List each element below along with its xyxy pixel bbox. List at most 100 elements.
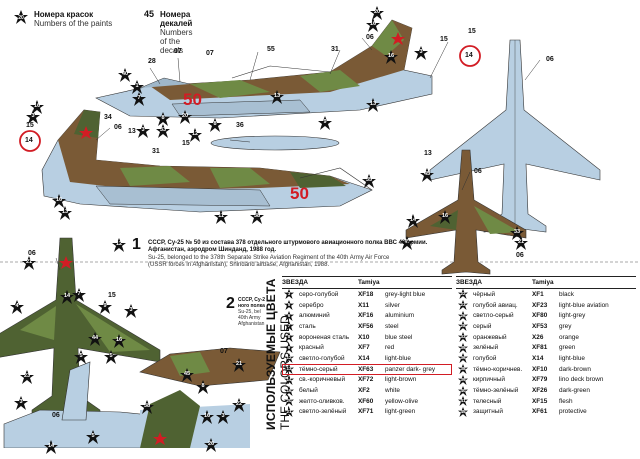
drop-tank <box>210 135 340 151</box>
paint-name-ru: св.-коричневый <box>299 376 346 384</box>
paint-star-icon: 9 <box>98 300 112 314</box>
paint-star-icon: 3 <box>124 304 138 318</box>
paint-name-ru: оранжевый <box>473 333 507 341</box>
header-zvezda: ЗВЕЗДА <box>456 279 483 286</box>
paint-name-en: light-blue <box>385 354 411 362</box>
highlight-circle-top <box>459 45 481 67</box>
paint-star-icon: 16 <box>282 385 296 396</box>
paint-name-ru: алюминий <box>299 312 330 320</box>
callout-decal: 31 <box>152 148 160 155</box>
tamiya-code: XF81 <box>532 344 548 352</box>
fuselage-number-side: 50 <box>290 184 309 203</box>
paint-star-icon: 20 <box>282 396 296 407</box>
paint-star-icon: 22 <box>456 289 470 300</box>
paint-star-icon: 36 <box>456 353 470 364</box>
paint-star-icon: 20 <box>370 6 384 20</box>
paint-star-icon: 16 <box>200 410 214 424</box>
paint-name-en: protective <box>559 408 587 416</box>
paint-name-en: yellow-olive <box>385 397 419 405</box>
paint-star-icon: 5 <box>104 350 118 364</box>
leader-lines <box>55 37 541 271</box>
legend-paints-ru: Номера красок <box>34 10 94 19</box>
paint-star-icon: 11 <box>214 210 228 224</box>
paint-star-icon: 6 <box>282 310 296 321</box>
paint-name-ru: красный <box>299 344 324 352</box>
paint-star-icon: 21 <box>282 406 296 417</box>
callout-decal: 06 <box>366 34 374 41</box>
paint-star-icon: 21 <box>232 358 246 372</box>
tamiya-code: XF16 <box>358 312 374 320</box>
paint-name-ru: светло-серый <box>473 312 514 320</box>
tamiya-code: XF53 <box>532 322 548 330</box>
paint-name-en: black <box>559 290 574 298</box>
paint-star-icon: 12 <box>112 238 126 252</box>
paint-star-icon: 20 <box>14 10 28 24</box>
colors-used-title-ru: ИСПОЛЬЗУЕМЫЕ ЦВЕТА <box>264 278 278 430</box>
callout-decal: 13 <box>128 128 136 135</box>
variant-1-line1: СССР, Су-25 № 50 из состава 378 отдельно… <box>148 240 428 246</box>
insignia-stars <box>59 32 405 445</box>
tamiya-code: XF26 <box>532 387 548 395</box>
paint-star-icon: 1 <box>130 80 144 94</box>
paint-star-icon: 33 <box>156 124 170 138</box>
paint-star-icon: 35 <box>362 174 376 188</box>
callout-decal: 13 <box>424 150 432 157</box>
paint-star-icon: 23 <box>20 370 34 384</box>
paint-star-icon: 16 <box>438 210 452 224</box>
tamiya-code: XF56 <box>358 322 374 330</box>
tamiya-code: XF71 <box>358 408 374 416</box>
paint-star-icon: 23 <box>456 300 470 311</box>
legend-decals-ru: Номера декалей <box>160 10 193 28</box>
callout-decal: 14 <box>25 137 33 144</box>
paint-star-icon: 40 <box>456 385 470 396</box>
paint-star-icon: 16 <box>30 100 44 114</box>
callout-decal: 14 <box>465 52 473 59</box>
variant-2-number: 2 <box>226 295 235 312</box>
paint-name-ru: зелёный <box>473 344 499 352</box>
paint-star-icon: 44 <box>88 332 102 346</box>
paint-name-ru: желто-оливков. <box>299 397 345 405</box>
side-view-main <box>41 109 373 213</box>
callout-decal: 28 <box>148 58 156 65</box>
side-view-variant2 <box>139 347 281 448</box>
paint-name-ru: белый <box>299 387 318 395</box>
paint-name-en: grey <box>559 322 572 330</box>
paint-name-ru: вороненая сталь <box>299 333 350 341</box>
paint-star-icon: 40 <box>118 68 132 82</box>
callout-decal: 06 <box>52 412 60 419</box>
paint-name-ru: тёмно-серый <box>299 365 338 373</box>
paint-star-icon: 3 <box>136 124 150 138</box>
paint-name-en: light-green <box>385 408 416 416</box>
paint-name-ru: светло-голубой <box>299 354 345 362</box>
fuselage-number-top: 50 <box>183 90 202 109</box>
tamiya-code: XF61 <box>532 408 548 416</box>
paint-star-icon: 35 <box>456 342 470 353</box>
paint-star-icon: 3 <box>414 46 428 60</box>
callout-decal: 55 <box>267 46 275 53</box>
tamiya-code: X11 <box>358 301 370 309</box>
paint-name-ru: кирпичный <box>473 376 505 384</box>
paint-star-icon: 9 <box>318 116 332 130</box>
paint-name-en: aluminium <box>385 312 415 320</box>
paint-name-ru: голубой <box>473 354 497 362</box>
tamiya-code: XF15 <box>532 397 548 405</box>
paint-star-icon: 5 <box>74 350 88 364</box>
callout-decal: 15 <box>182 140 190 147</box>
paint-star-icon: 16 <box>366 18 380 32</box>
paint-star-icon: 5 <box>86 430 100 444</box>
variant-1-number: 1 <box>132 236 141 253</box>
